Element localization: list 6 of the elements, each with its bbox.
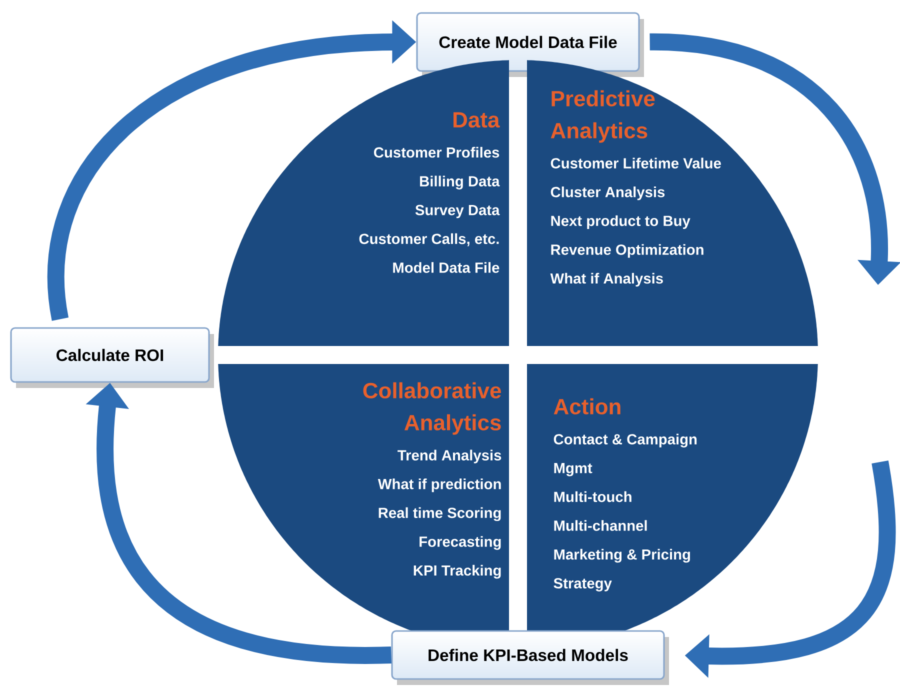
- quadrant-panel: Action Contact & Campaign Mgmt Multi-touch Multi-channel Marketing & Pricing Strategy: [527, 364, 818, 650]
- quadrant-panel: Predictive Analytics Customer Lifetime Value Cluster Analysis Next product to Buy Revenue Optimization What if Analysis: [527, 60, 818, 346]
- quadrant-panel: Data Customer Profiles Billing Data Survey Data Customer Calls, etc. Model Data File: [218, 60, 509, 346]
- quadrant-panel: Collaborative Analytics Trend Analysis What if prediction Real time Scoring Forecasting KPI Tracking: [218, 364, 509, 650]
- step-box: Define KPI-Based Models: [391, 630, 669, 685]
- step-box: Calculate ROI: [10, 327, 214, 388]
